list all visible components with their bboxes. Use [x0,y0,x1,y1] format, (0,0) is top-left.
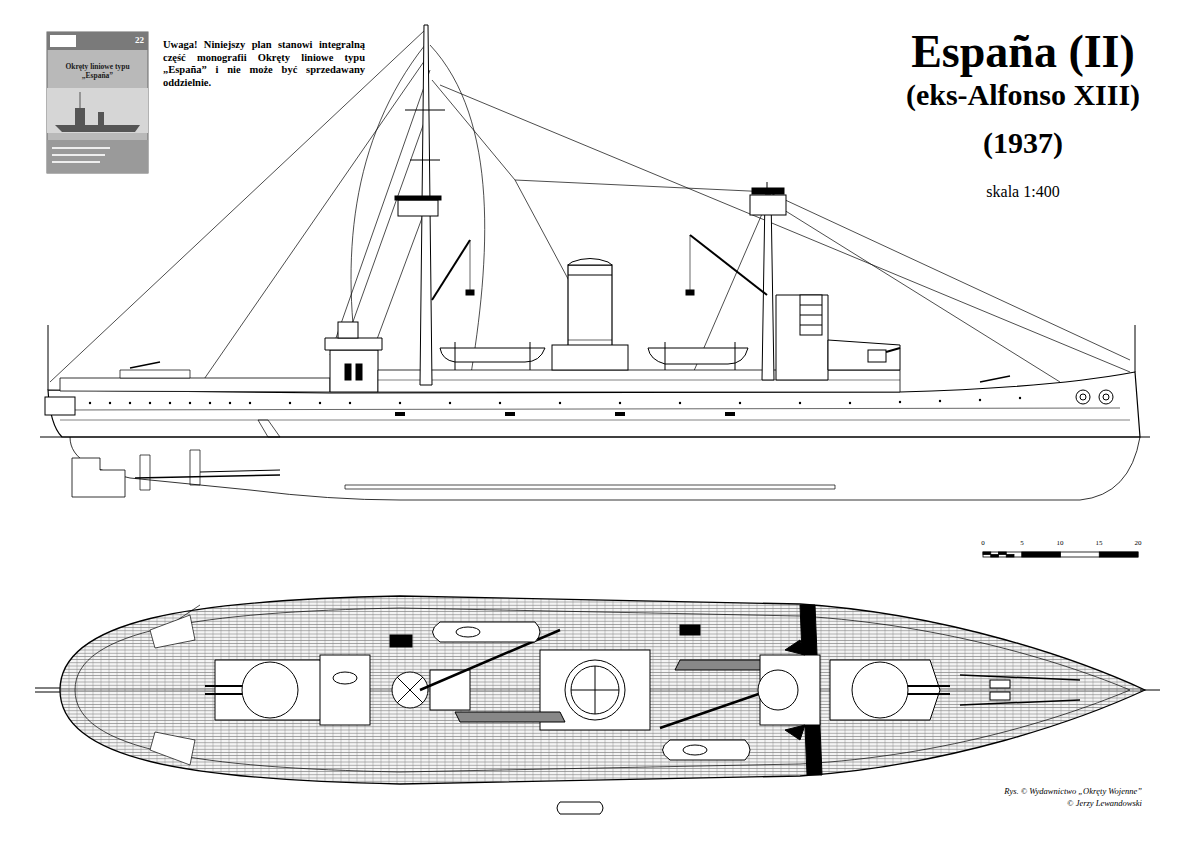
credit-text: Rys. © Wydawnictwo „Okręty Wojenne” [910,786,1142,797]
scale-number: 15 [1089,539,1109,548]
credit-text: © Jerzy Lewandowski [910,798,1142,809]
scale-number: 0 [973,539,993,548]
year-label: (1937) [908,126,1138,160]
scale-number: 10 [1050,539,1070,548]
scale-number: 20 [1128,539,1148,548]
book-title: Okręty liniowe typu „España” [50,62,145,80]
scale-label: skala 1:400 [928,182,1118,202]
scale-bar [983,552,1138,557]
book-cover [47,32,148,173]
issue-number: 22 [120,35,144,45]
subtitle: (eks-Alfonso XIII) [868,78,1178,112]
title: España (II) [878,26,1168,78]
notice-text: Uwaga! Niniejszy plan stanowi integralną… [163,39,365,89]
plan-view [35,596,1160,814]
scale-number: 5 [1012,539,1032,548]
